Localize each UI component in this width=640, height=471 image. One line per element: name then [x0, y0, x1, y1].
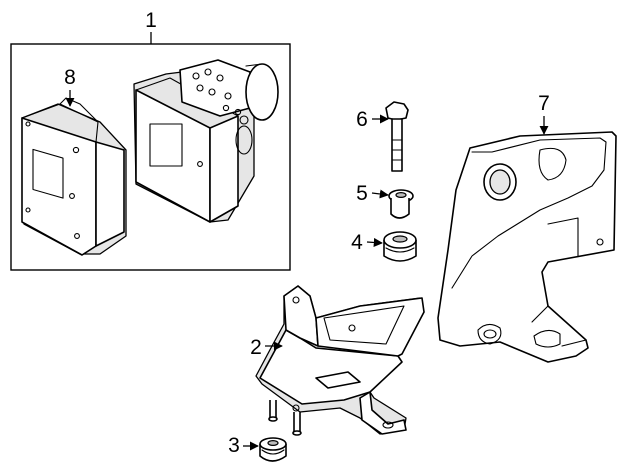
callout-4-label: 4: [351, 231, 363, 254]
callout-2[interactable]: 2: [250, 336, 283, 359]
callout-3-label: 3: [228, 434, 240, 457]
callout-8[interactable]: 8: [64, 66, 76, 107]
callout-4[interactable]: 4: [351, 231, 383, 254]
mount-grommet[interactable]: [383, 231, 417, 262]
abs-control-module[interactable]: [21, 97, 127, 256]
callout-5[interactable]: 5: [356, 182, 389, 205]
assembly-group-box: [10, 43, 291, 271]
callout-8-label: 8: [64, 66, 76, 89]
callout-1-label: 1: [145, 9, 157, 32]
callout-6-label: 6: [356, 108, 368, 131]
callout-3[interactable]: 3: [228, 434, 259, 457]
callout-5-label: 5: [356, 182, 368, 205]
small-grommet[interactable]: [259, 437, 287, 462]
callout-1[interactable]: 1: [145, 9, 157, 44]
callout-2-label: 2: [250, 336, 262, 359]
bolt[interactable]: [385, 101, 409, 172]
abs-modulator-assembly[interactable]: [133, 59, 279, 223]
mounting-bracket[interactable]: [255, 285, 425, 436]
callout-7-label: 7: [538, 92, 550, 115]
sleeve-collar[interactable]: [388, 189, 414, 219]
abs-cover-shield[interactable]: [437, 131, 617, 363]
callout-7[interactable]: 7: [538, 92, 550, 135]
callout-6[interactable]: 6: [356, 108, 389, 131]
